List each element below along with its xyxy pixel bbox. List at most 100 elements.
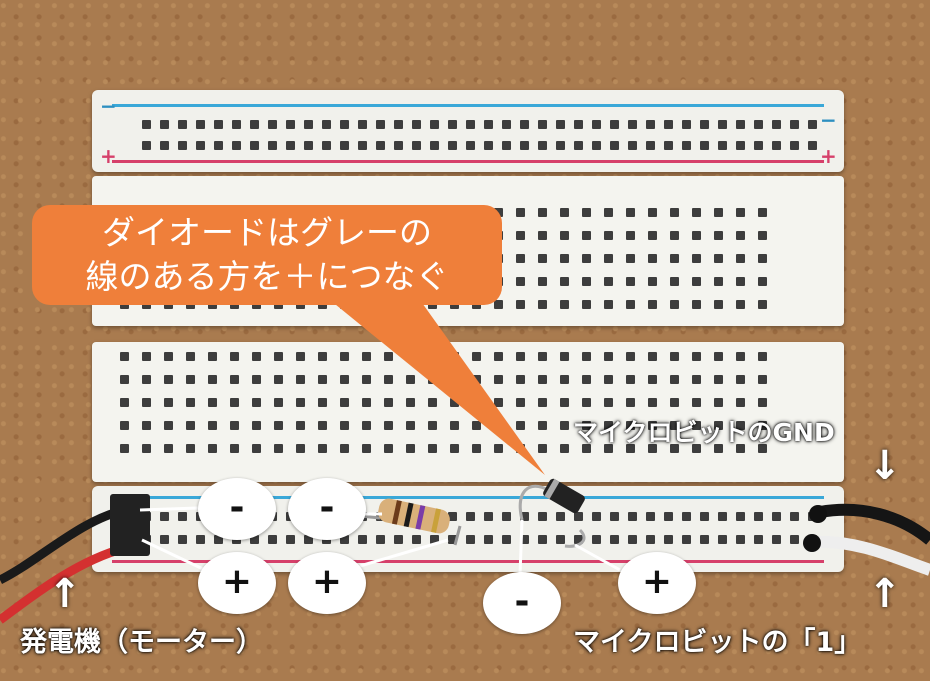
hole [758, 231, 767, 240]
hole [250, 535, 259, 544]
hole [772, 512, 781, 521]
hole [582, 208, 591, 217]
hole [196, 120, 205, 129]
hole [322, 120, 331, 129]
callout-tail [330, 300, 545, 475]
hole [692, 375, 701, 384]
hole [252, 352, 261, 361]
badge-minus-resistor: - [288, 478, 366, 540]
top-minus-right: − [820, 108, 837, 132]
hole [268, 535, 277, 544]
hole [604, 352, 613, 361]
hole [626, 352, 635, 361]
hole [628, 141, 637, 150]
hole [560, 421, 569, 430]
hole [412, 120, 421, 129]
hole [186, 421, 195, 430]
hole [274, 421, 283, 430]
hole [718, 512, 727, 521]
hole [560, 300, 569, 309]
hole [516, 208, 525, 217]
top-plus-right: + [820, 144, 837, 168]
hole [808, 141, 817, 150]
badge-minus-diode: - [483, 572, 561, 634]
hole [186, 444, 195, 453]
hole [670, 208, 679, 217]
hole [736, 375, 745, 384]
callout-line-2: 線のある方を＋につなぐ [85, 257, 449, 296]
hole [626, 444, 635, 453]
hole [520, 512, 529, 521]
hole [208, 444, 217, 453]
generator-label: 発電機（モーター） [20, 627, 263, 658]
hole [230, 352, 239, 361]
hole [648, 231, 657, 240]
hole [754, 535, 763, 544]
hole [274, 352, 283, 361]
hole [142, 352, 151, 361]
hole [790, 535, 799, 544]
hole [758, 300, 767, 309]
bottom-blue-line [112, 496, 824, 499]
hole [362, 375, 371, 384]
hole [736, 398, 745, 407]
hole [754, 120, 763, 129]
hole [296, 421, 305, 430]
hole [208, 375, 217, 384]
badge-plus-resistor: + [288, 552, 366, 614]
hole [736, 141, 745, 150]
hole [670, 277, 679, 286]
hole [582, 277, 591, 286]
hole [670, 444, 679, 453]
hole [582, 375, 591, 384]
hole [516, 231, 525, 240]
pin1-white-wire [814, 535, 930, 576]
hole [610, 141, 619, 150]
hole [376, 535, 385, 544]
top-power-rail: − + − + [92, 90, 844, 172]
hole [736, 254, 745, 263]
hole [362, 444, 371, 453]
hole [296, 375, 305, 384]
hole [494, 300, 503, 309]
diode-instruction-callout: ダイオードはグレーの 線のある方を＋につなぐ [32, 205, 502, 305]
resistor-body [378, 498, 450, 534]
hole [574, 141, 583, 150]
resistor-band-2 [403, 502, 414, 528]
top-blue-line [112, 104, 824, 107]
hole [164, 444, 173, 453]
hole [670, 421, 679, 430]
hole [164, 352, 173, 361]
hole [758, 375, 767, 384]
hole [648, 421, 657, 430]
hole [560, 254, 569, 263]
hole [448, 120, 457, 129]
hole [646, 141, 655, 150]
hole [230, 375, 239, 384]
pointer-minus-3 [518, 519, 524, 576]
hole [358, 141, 367, 150]
hole [692, 398, 701, 407]
hole [274, 398, 283, 407]
hole [160, 512, 169, 521]
hole [682, 120, 691, 129]
hole [682, 512, 691, 521]
hole [484, 535, 493, 544]
hole [232, 120, 241, 129]
hole [322, 141, 331, 150]
hole [472, 352, 481, 361]
hole [362, 421, 371, 430]
hole [560, 398, 569, 407]
hole [142, 444, 151, 453]
bottom-red-line [112, 560, 824, 563]
hole [120, 444, 129, 453]
hole [428, 398, 437, 407]
hole [178, 535, 187, 544]
hole [430, 535, 439, 544]
hole [692, 208, 701, 217]
hole [178, 141, 187, 150]
hole [610, 512, 619, 521]
hole [472, 421, 481, 430]
hole [592, 141, 601, 150]
top-rail-holes [142, 120, 817, 150]
